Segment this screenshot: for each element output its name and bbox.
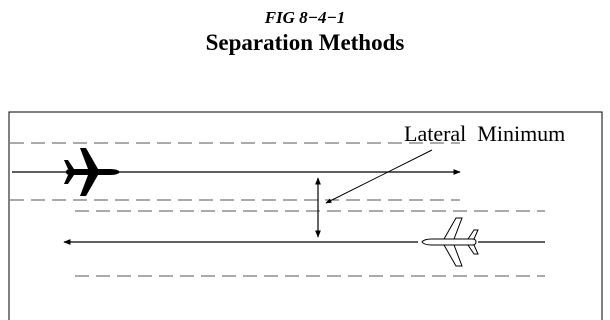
aircraft-eastbound-icon: [64, 148, 120, 196]
annotation-leader: [325, 149, 433, 204]
figure-title: Separation Methods: [205, 30, 405, 55]
diagram-frame: [8, 111, 603, 320]
lateral-minimum-label: Lateral Minimum: [404, 121, 565, 146]
aircraft-westbound-icon: [421, 217, 479, 267]
figure-number: FIG 8−4−1: [264, 8, 346, 27]
